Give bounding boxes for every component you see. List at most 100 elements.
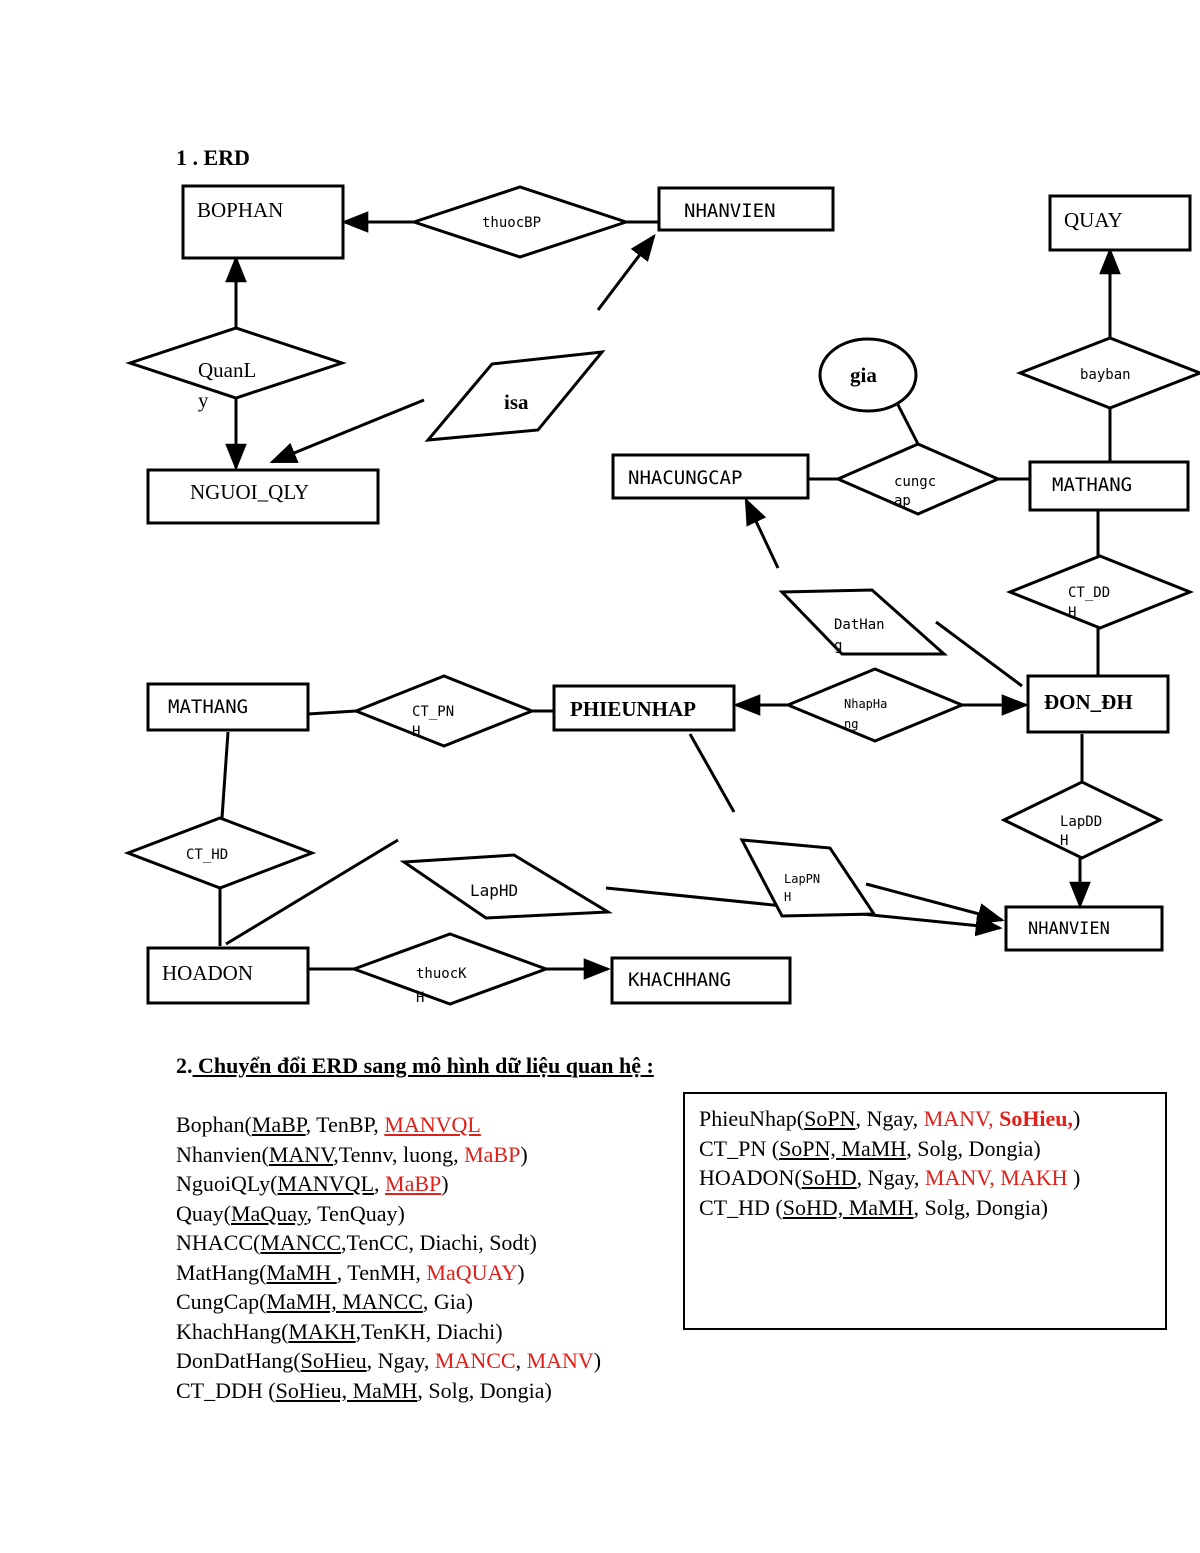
line-dathang-nhacungcap xyxy=(744,497,780,569)
attribute-text: , Solg, Dongia) xyxy=(417,1377,552,1403)
erd-diagram: BOPHAN NHANVIEN QUAY NGUOI_QLY NHACUNGCA… xyxy=(123,184,1200,1006)
attribute-text: , Gia) xyxy=(422,1289,474,1314)
foreign-key: SoHieu, xyxy=(999,1106,1074,1131)
attribute-text: PhieuNhap( xyxy=(699,1106,805,1131)
key-attribute: MaQuay xyxy=(230,1200,307,1226)
attribute-text: CT_DDH ( xyxy=(176,1377,276,1403)
label-mathang-left: MATHANG xyxy=(168,696,248,718)
section-2-number: 2. xyxy=(176,1053,193,1078)
label-lapddh-1: LapDD xyxy=(1060,814,1102,830)
entity-khachhang xyxy=(610,956,792,1005)
shape-isa xyxy=(424,350,606,442)
foreign-key: MANV, MAKH xyxy=(924,1165,1074,1190)
rel-ct-ddh xyxy=(1005,554,1195,630)
attribute-text: , TenMH, xyxy=(336,1259,427,1285)
foreign-key: MANV xyxy=(526,1348,594,1373)
entity-nguoi-qly xyxy=(146,468,380,525)
left-relation-line: Nhanvien(MANV,Tennv, luong, MaBP) xyxy=(176,1140,601,1170)
label-ctddh-1: CT_DD xyxy=(1068,585,1110,601)
left-relation-line: Bophan(MaBP, TenBP, MANVQL xyxy=(176,1110,601,1140)
label-quay: QUAY xyxy=(1064,208,1123,232)
left-relation-line: MatHang(MaMH , TenMH, MaQUAY) xyxy=(176,1258,601,1288)
shape-lappnh xyxy=(739,838,877,918)
attribute-text: ,TenKH, Diachi) xyxy=(355,1318,503,1344)
key-attribute: MaBP xyxy=(385,1171,442,1196)
key-attribute: MANV xyxy=(268,1141,334,1167)
attribute-text: ,TenCC, Diachi, Sodt) xyxy=(341,1230,537,1255)
attribute-text: DonDatHang( xyxy=(176,1348,301,1373)
attr-gia xyxy=(818,337,918,413)
label-thuocbp: thuocBP xyxy=(482,215,541,231)
label-ctpnh-1: CT_PN xyxy=(412,704,454,720)
entity-nhanvien-top xyxy=(657,186,835,232)
entity-mathang-left xyxy=(146,682,310,732)
relations-box: PhieuNhap(SoPN, Ngay, MANV, SoHieu,)CT_P… xyxy=(683,1092,1167,1330)
key-attribute: MAKH xyxy=(288,1318,356,1344)
entity-nhanvien-bottom xyxy=(1004,905,1164,952)
left-relation-line: KhachHang(MAKH,TenKH, Diachi) xyxy=(176,1317,601,1347)
attribute-text: ) xyxy=(520,1141,528,1167)
attribute-text: NHACC( xyxy=(176,1230,261,1255)
line-isa-nhanvien xyxy=(596,233,656,311)
label-gia: gia xyxy=(850,363,877,387)
key-attribute: MANVQL xyxy=(277,1171,375,1196)
rel-bayban xyxy=(1015,336,1200,410)
label-nhaphang-2: ng xyxy=(844,717,858,731)
label-nhaphang-1: NhapHa xyxy=(844,697,887,711)
label-bophan: BOPHAN xyxy=(197,198,283,222)
left-relation-line: NHACC(MANCC,TenCC, Diachi, Sodt) xyxy=(176,1228,601,1258)
rel-thuocbp xyxy=(409,185,631,259)
attribute-text: , xyxy=(374,1171,386,1196)
rel-lapddh xyxy=(1000,780,1164,860)
label-cungcap-1: cungc xyxy=(894,474,936,490)
attribute-text: CT_HD ( xyxy=(699,1194,783,1220)
section-2-title: 2. Chuyển đổi ERD sang mô hình dữ liệu q… xyxy=(176,1053,654,1079)
rel-thuockh xyxy=(349,932,551,1006)
line-hoadon-diagonal xyxy=(225,838,399,946)
label-cungcap-2: ap xyxy=(894,493,911,509)
line-ctpnh-mathang xyxy=(307,709,357,716)
relations-list-right: PhieuNhap(SoPN, Ngay, MANV, SoHieu,)CT_P… xyxy=(699,1104,1080,1222)
line-phieunhap-lappnh xyxy=(688,733,736,813)
label-dathang-1: DatHan xyxy=(834,617,885,633)
attribute-text: Quay( xyxy=(176,1200,231,1226)
entity-phieunhap xyxy=(552,684,736,732)
relationship-labels: thuocBP QuanL y bayban cungc ap CT_DD H … xyxy=(186,215,1131,1006)
label-ctpnh-2: H xyxy=(412,724,420,740)
label-quanly-2: y xyxy=(198,388,209,412)
attribute-text: ) xyxy=(517,1259,525,1285)
label-phieunhap: PHIEUNHAP xyxy=(570,697,696,721)
label-mathang-right: MATHANG xyxy=(1052,474,1132,496)
attribute-text: ) xyxy=(1073,1106,1081,1131)
label-isa: isa xyxy=(504,390,529,414)
attribute-text: CungCap( xyxy=(176,1289,267,1314)
attribute-text: Nhanvien( xyxy=(176,1141,269,1167)
attribute-text: , Ngay, xyxy=(366,1348,435,1373)
right-relation-line: PhieuNhap(SoPN, Ngay, MANV, SoHieu,) xyxy=(699,1104,1080,1134)
attribute-text: ) xyxy=(593,1348,602,1373)
rel-ct-pnh xyxy=(351,674,537,748)
key-attribute: MaMH, MANCC xyxy=(266,1289,423,1314)
attribute-text: ) xyxy=(441,1171,449,1196)
entity-mathang-right xyxy=(1028,460,1190,512)
entity-quay xyxy=(1048,194,1192,252)
attribute-text: CT_PN ( xyxy=(699,1135,780,1161)
rel-cungcap xyxy=(834,442,1002,516)
rel-quanly xyxy=(125,326,347,400)
foreign-key: MaQUAY xyxy=(426,1259,518,1285)
line-lappnh-nhanvien xyxy=(865,882,1005,925)
entity-bophan xyxy=(181,184,345,260)
foreign-key: MANV, xyxy=(923,1106,1000,1131)
attribute-text: HOADON( xyxy=(699,1165,802,1190)
key-attribute: SoHD xyxy=(801,1165,857,1190)
parallelogram-shapes xyxy=(399,350,948,920)
key-attribute: SoPN, MaMH xyxy=(779,1135,907,1161)
label-lappnh-2: H xyxy=(784,890,791,904)
key-attribute: SoPN xyxy=(804,1106,856,1131)
left-relation-line: Quay(MaQuay, TenQuay) xyxy=(176,1199,601,1229)
attribute-text: NguoiQLy( xyxy=(176,1171,278,1196)
entity-don-dh xyxy=(1026,674,1170,734)
parallelogram-labels: isa DatHan g LapHD LapPN H xyxy=(470,390,885,904)
entity-nhacungcap xyxy=(611,453,810,500)
key-attribute: MaMH xyxy=(266,1259,337,1285)
